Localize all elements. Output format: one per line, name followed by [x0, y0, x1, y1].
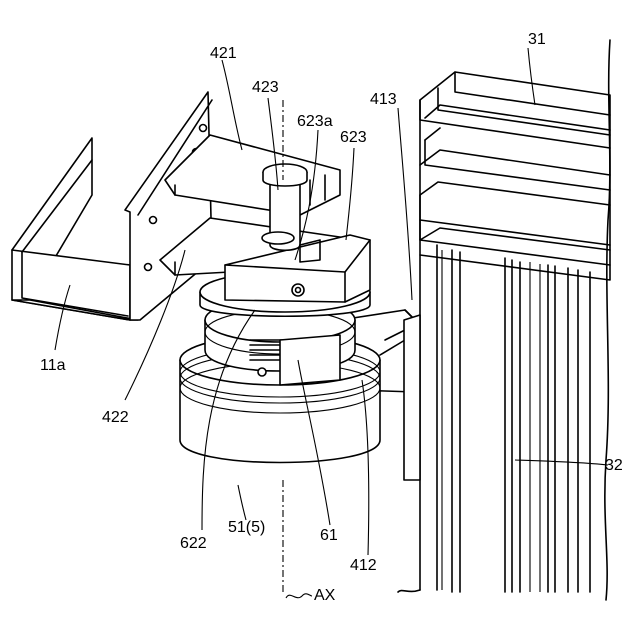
axis-leader — [286, 594, 312, 598]
label-622: 622 — [180, 535, 207, 552]
label-422: 422 — [102, 409, 129, 426]
label-ax: AX — [314, 587, 336, 604]
label-413: 413 — [370, 91, 397, 108]
channel-11a — [12, 92, 212, 320]
label-421: 421 — [210, 45, 237, 62]
vertical-column-32 — [398, 40, 610, 600]
label-412: 412 — [350, 557, 377, 574]
label-32: 32 — [605, 457, 623, 474]
label-623: 623 — [340, 129, 367, 146]
label-61: 61 — [320, 527, 338, 544]
label-31: 31 — [528, 31, 546, 48]
label-423: 423 — [252, 79, 279, 96]
label-623a: 623a — [297, 113, 333, 130]
label-11a: 11a — [40, 357, 66, 374]
label-51: 51(5) — [228, 519, 265, 536]
